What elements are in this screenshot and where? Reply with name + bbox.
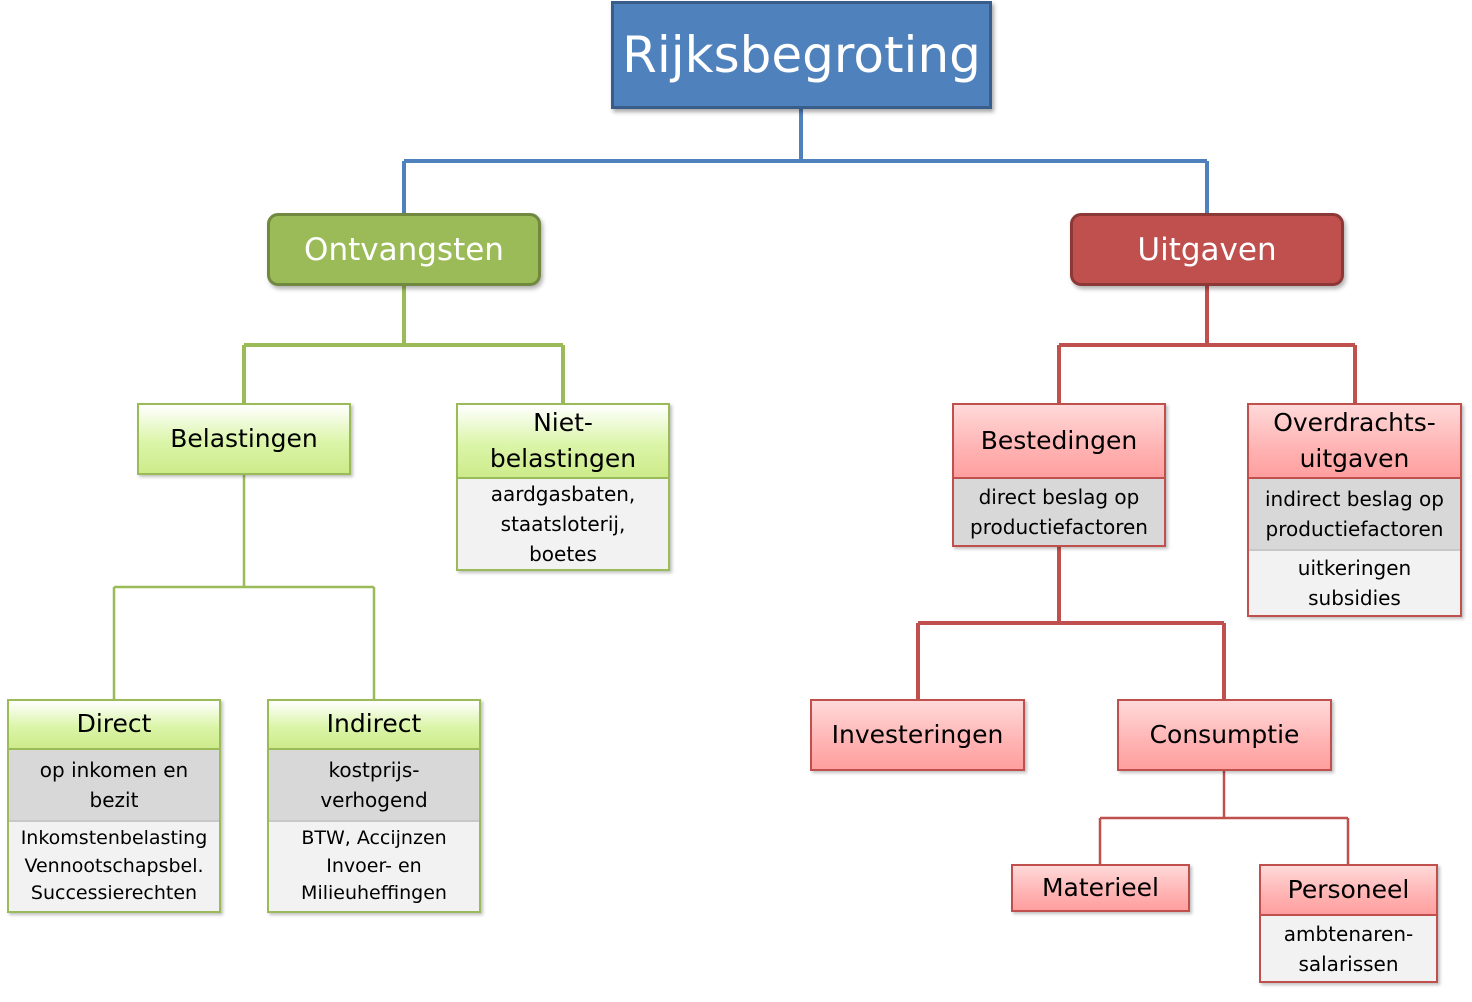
overdrachts-detail: indirect beslag op productiefactoren xyxy=(1249,479,1460,549)
belastingen-title: Belastingen xyxy=(170,423,318,453)
node-materieel: Materieel xyxy=(1011,864,1190,912)
uitgaven-title: Uitgaven xyxy=(1137,231,1277,268)
node-indirect: Indirect kostprijs- verhogend BTW, Accij… xyxy=(267,699,481,913)
personeel-header: Personeel xyxy=(1261,866,1436,916)
node-uitgaven: Uitgaven xyxy=(1070,213,1344,286)
overdrachts-header: Overdrachts- uitgaven xyxy=(1249,405,1460,479)
indirect-title: Indirect xyxy=(326,709,422,739)
node-overdrachts-uitgaven: Overdrachts- uitgaven indirect beslag op… xyxy=(1247,403,1462,617)
green-thin-connectors xyxy=(112,475,376,699)
niet-belastingen-header: Niet- belastingen xyxy=(458,405,668,479)
direct-title: Direct xyxy=(76,709,152,739)
root-title: Rijksbegroting xyxy=(622,26,981,84)
node-bestedingen: Bestedingen direct beslag op productiefa… xyxy=(952,403,1166,547)
root-connectors xyxy=(402,109,1209,213)
overdrachts-detail-text: indirect beslag op productiefactoren xyxy=(1265,487,1444,541)
materieel-title: Materieel xyxy=(1041,872,1159,902)
node-niet-belastingen: Niet- belastingen aardgasbaten, staatslo… xyxy=(456,403,670,571)
personeel-title: Personeel xyxy=(1287,874,1410,904)
belastingen-header: Belastingen xyxy=(139,405,349,473)
direct-detail-text: op inkomen en bezit xyxy=(39,758,189,812)
bestedingen-header: Bestedingen xyxy=(954,405,1164,479)
node-direct: Direct op inkomen en bezit Inkomstenbela… xyxy=(7,699,221,913)
direct-header: Direct xyxy=(9,701,219,750)
bestedingen-title: Bestedingen xyxy=(980,425,1138,455)
overdrachts-examples-text: uitkeringen subsidies xyxy=(1297,556,1412,610)
overdrachts-title: Overdrachts- uitgaven xyxy=(1273,407,1436,473)
red-connectors xyxy=(916,286,1357,699)
personeel-detail: ambtenaren- salarissen xyxy=(1261,916,1436,981)
investeringen-title: Investeringen xyxy=(831,719,1004,749)
indirect-examples-text: BTW, Accijnzen Invoer- en Milieuheffinge… xyxy=(301,827,447,905)
ontvangsten-title: Ontvangsten xyxy=(304,231,504,268)
indirect-detail: kostprijs- verhogend xyxy=(269,750,479,820)
node-consumptie: Consumptie xyxy=(1117,699,1332,771)
direct-examples-text: Inkomstenbelasting Vennootschapsbel. Suc… xyxy=(20,827,208,905)
consumptie-header: Consumptie xyxy=(1119,701,1330,769)
root-node-rijksbegroting: Rijksbegroting xyxy=(611,1,992,109)
direct-detail: op inkomen en bezit xyxy=(9,750,219,820)
node-investeringen: Investeringen xyxy=(810,699,1025,771)
direct-examples: Inkomstenbelasting Vennootschapsbel. Suc… xyxy=(9,820,219,911)
materieel-header: Materieel xyxy=(1013,866,1188,910)
indirect-header: Indirect xyxy=(269,701,479,750)
node-ontvangsten: Ontvangsten xyxy=(267,213,541,286)
bestedingen-detail: direct beslag op productiefactoren xyxy=(954,479,1164,545)
niet-belastingen-detail: aardgasbaten, staatsloterij, boetes xyxy=(458,479,668,569)
niet-belastingen-detail-text: aardgasbaten, staatsloterij, boetes xyxy=(490,482,636,566)
indirect-detail-text: kostprijs- verhogend xyxy=(320,758,428,812)
niet-belastingen-title: Niet- belastingen xyxy=(489,407,637,473)
consumptie-title: Consumptie xyxy=(1149,719,1300,749)
node-personeel: Personeel ambtenaren- salarissen xyxy=(1259,864,1438,983)
indirect-examples: BTW, Accijnzen Invoer- en Milieuheffinge… xyxy=(269,820,479,911)
personeel-detail-text: ambtenaren- salarissen xyxy=(1283,921,1414,976)
node-belastingen: Belastingen xyxy=(137,403,351,475)
overdrachts-examples: uitkeringen subsidies xyxy=(1249,549,1460,615)
investeringen-header: Investeringen xyxy=(812,701,1023,769)
green-connectors xyxy=(242,286,565,403)
red-thin-connectors xyxy=(1098,770,1350,864)
bestedingen-detail-text: direct beslag op productiefactoren xyxy=(970,485,1148,539)
